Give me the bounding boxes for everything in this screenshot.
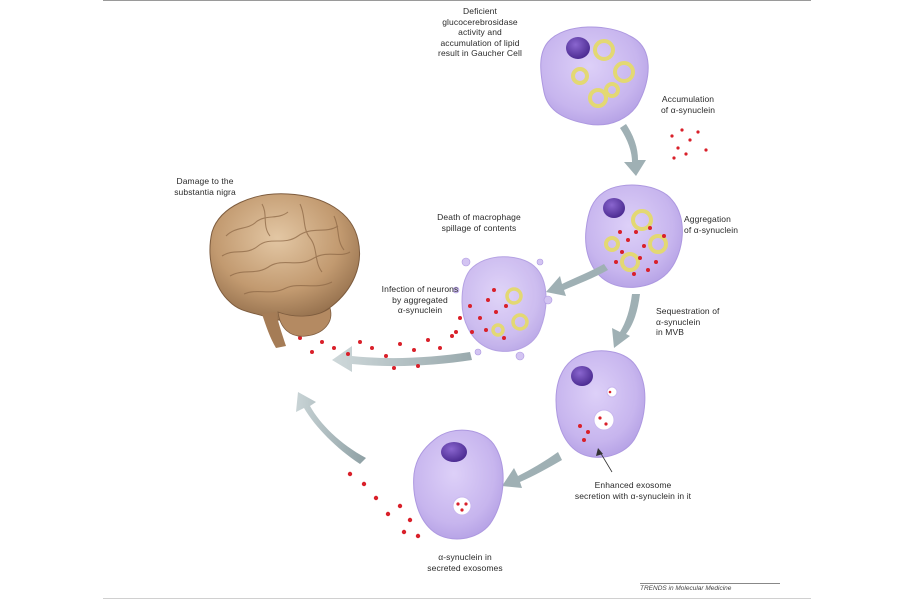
dying-macrophage — [452, 256, 553, 361]
brain-cerebellum — [277, 307, 332, 337]
gaucher-cell — [540, 26, 649, 126]
arrow-to-macrophage-death — [546, 264, 608, 296]
vesicle-synuclein — [456, 502, 468, 512]
journal-credit: TRENDS in Molecular Medicine — [640, 583, 780, 593]
secreting-cell-body — [413, 429, 504, 540]
arrow-to-secreted-cell — [502, 452, 562, 488]
lipid-inclusions — [571, 39, 635, 108]
mvb-cell-nucleus — [571, 366, 593, 386]
released-synuclein — [347, 471, 421, 539]
arrow-to-brain — [332, 346, 472, 372]
label-gaucher-cell: Deficient glucocerebrosidase activity an… — [438, 6, 522, 58]
label-brain-damage: Damage to the substantia nigra — [174, 176, 236, 197]
label-macrophage-death: Death of macrophage spillage of contents — [437, 212, 521, 233]
exosome-vesicle — [452, 496, 472, 516]
bottom-rule — [103, 598, 811, 599]
free-synuclein-dots — [670, 128, 708, 160]
arrow-to-aggregation — [620, 124, 646, 176]
aggregation-cell — [585, 184, 683, 288]
aggregation-lipid-rings — [604, 209, 668, 272]
top-rule — [103, 0, 811, 1]
mvb-cell-body — [555, 350, 646, 458]
membrane-fragments — [452, 257, 553, 361]
label-sequestration: Sequestration of α-synuclein in MVB — [656, 306, 720, 337]
label-accumulation: Accumulation of α-synuclein — [660, 94, 716, 115]
gaucher-cell-nucleus — [566, 37, 590, 59]
brain-stem — [262, 312, 286, 348]
exosome-pointer — [599, 451, 613, 473]
aggregation-cell-nucleus — [603, 198, 625, 218]
mvb-vesicle-small — [606, 386, 618, 398]
spilled-synuclein — [454, 288, 508, 340]
mvb-synuclein — [578, 390, 612, 442]
arrow-to-mvb — [612, 294, 640, 348]
brain-cerebrum — [209, 193, 360, 322]
arrow-exosomes-to-brain — [296, 392, 366, 464]
brain — [209, 193, 360, 348]
label-secreted-exosomes: α-synuclein in secreted exosomes — [427, 552, 503, 573]
brain-gyri — [221, 203, 351, 295]
aggregated-synuclein — [614, 226, 666, 276]
mvb-vesicle — [593, 409, 615, 431]
label-exosome-secretion: Enhanced exosome secretion with α-synucl… — [574, 480, 692, 501]
label-aggregation: Aggregation of α-synuclein — [684, 214, 739, 235]
mvb-cell — [555, 350, 646, 458]
secreting-cell — [413, 429, 504, 540]
macrophage-lipid-rings — [491, 287, 529, 337]
label-infection: Infection of neurons by aggregated α-syn… — [381, 284, 459, 315]
secreting-cell-nucleus — [441, 442, 467, 462]
synuclein-trail-to-brain — [298, 334, 454, 370]
